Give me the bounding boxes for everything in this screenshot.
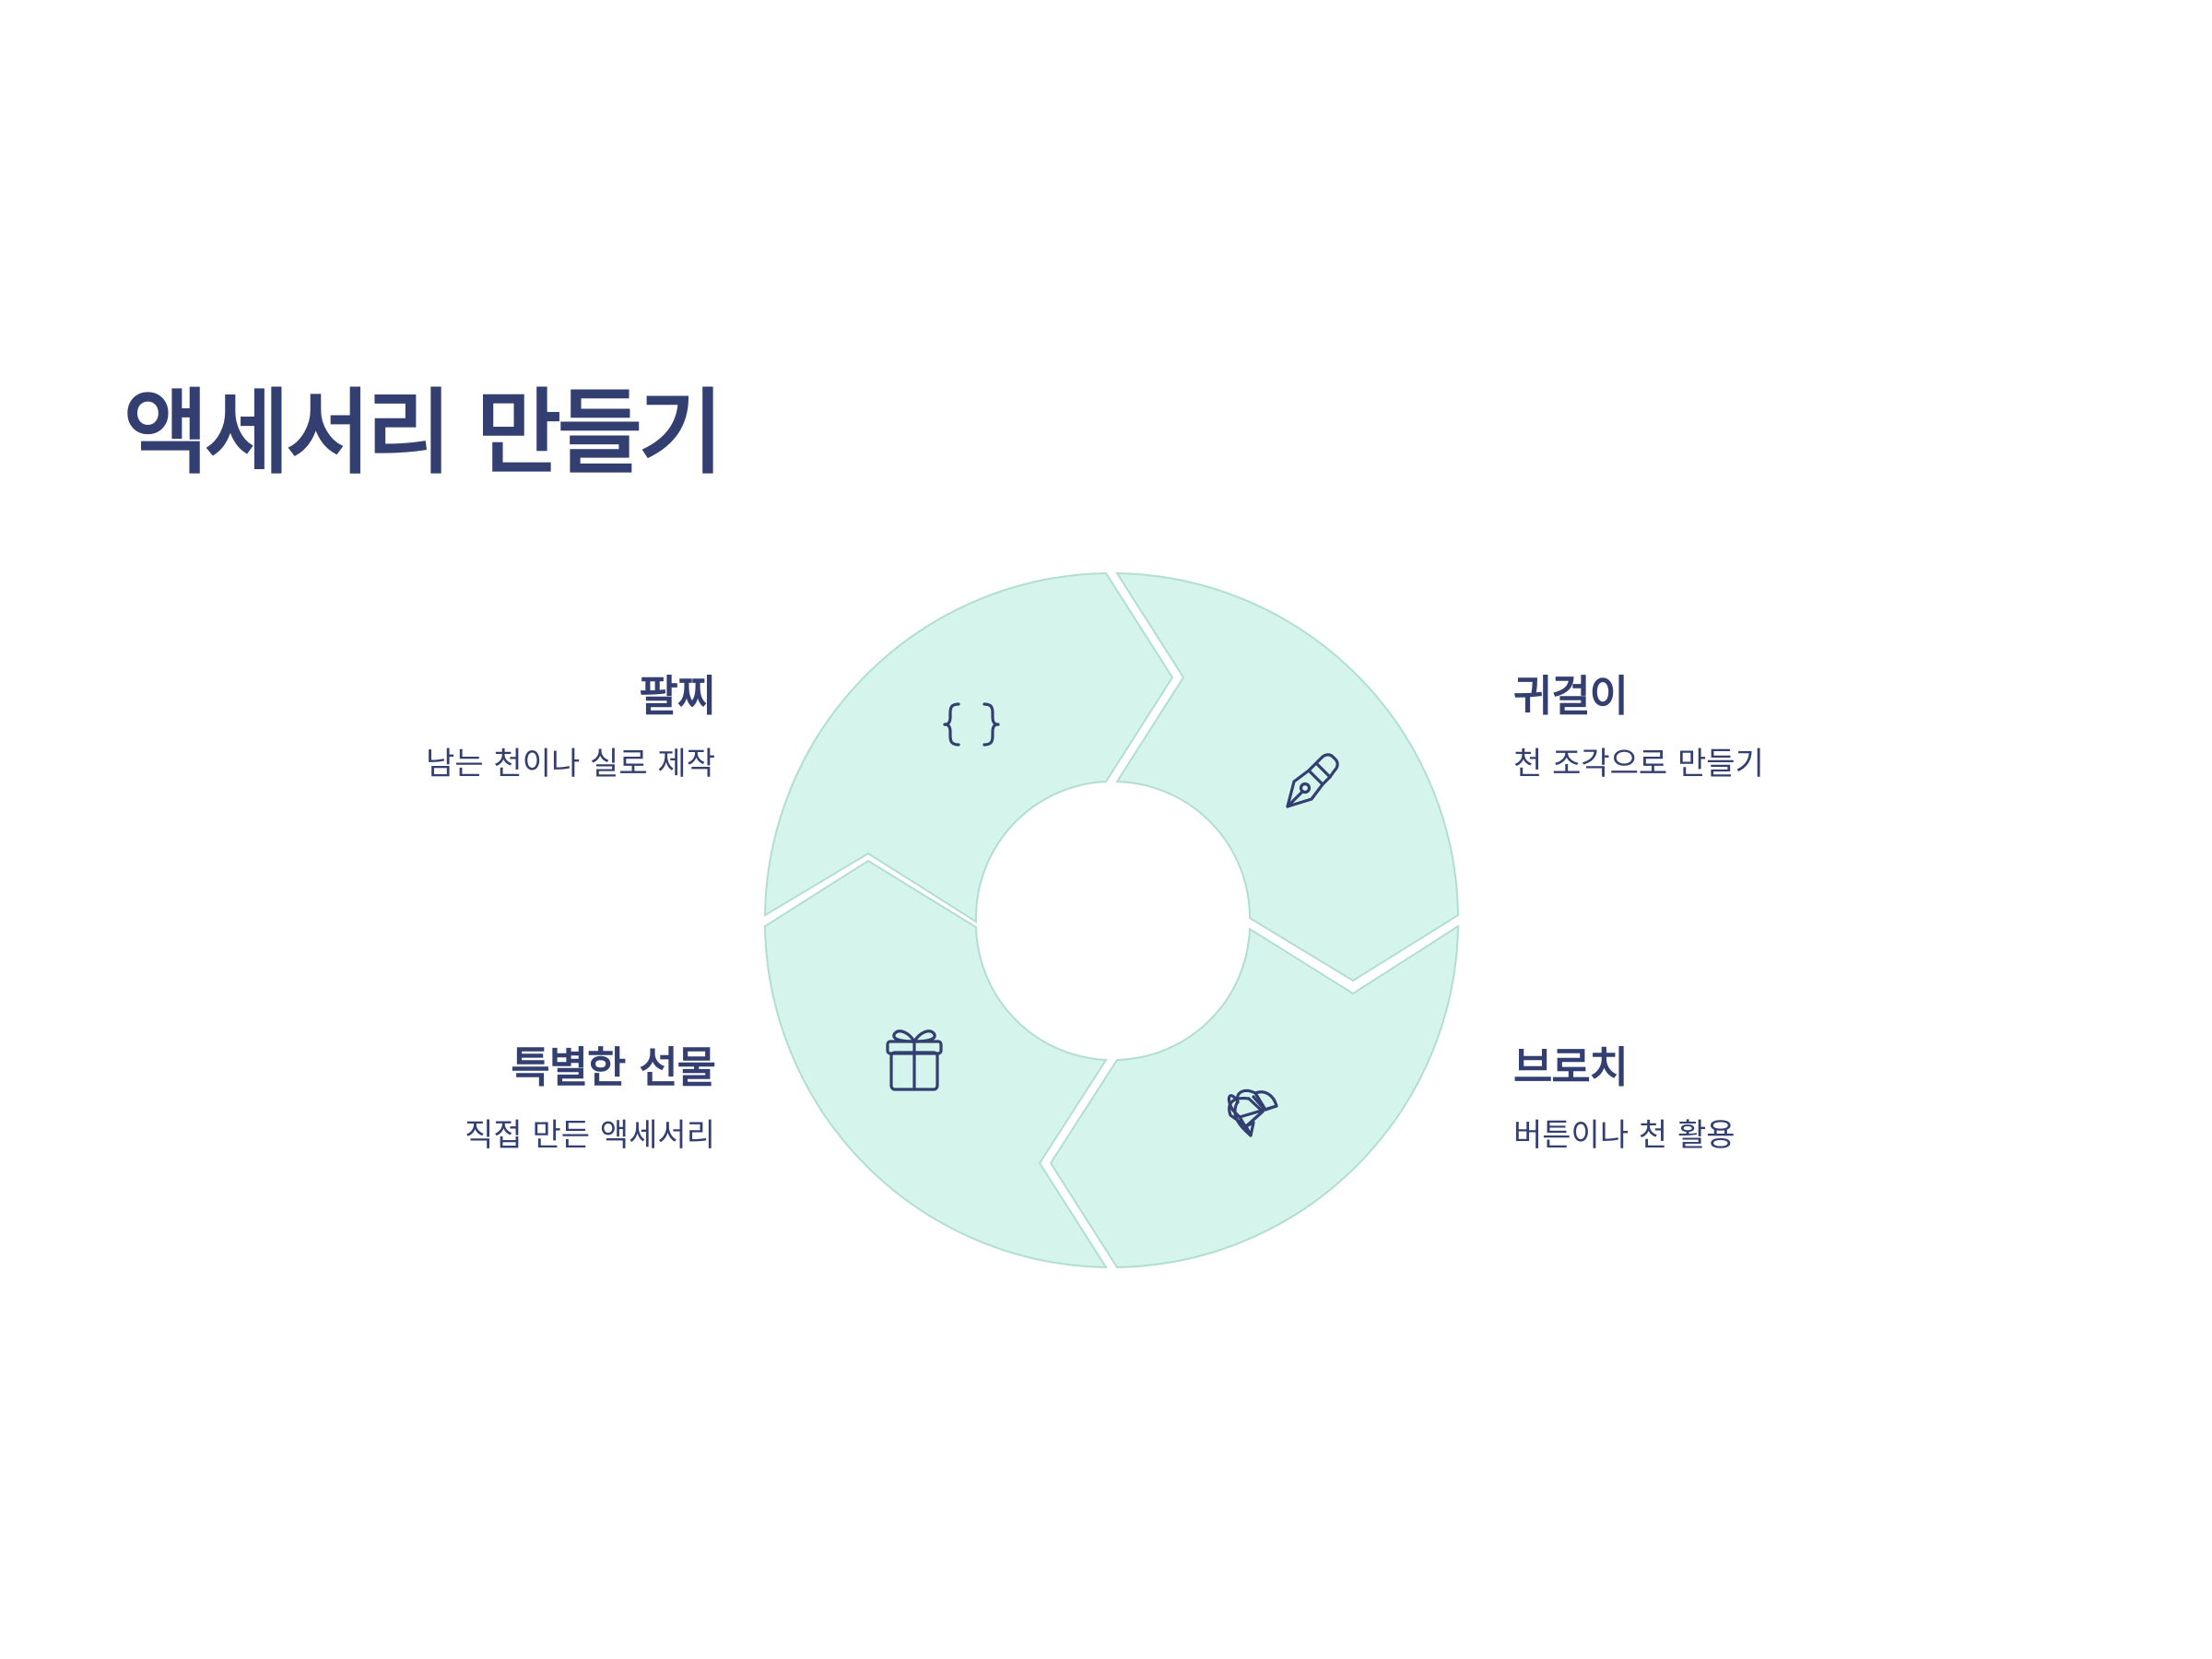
step-title: 귀걸이 xyxy=(1513,671,1629,721)
step-earring: 귀걸이 천 조각으로 만들기 xyxy=(1513,675,2085,780)
step-title: 팔찌 xyxy=(639,671,716,721)
step-description: 버튼이나 천 활용 xyxy=(1513,1117,1735,1154)
step-title: 특별한 선물 xyxy=(511,1042,716,1092)
step-description: 직접 만든 액세서리 xyxy=(465,1117,715,1154)
step-bracelet: 팔찌 남는 천이나 실로 제작 xyxy=(144,671,716,782)
gift-icon xyxy=(886,1030,943,1091)
step-description: 천 조각으로 만들기 xyxy=(1513,746,1764,782)
curly-braces-icon xyxy=(943,702,1000,747)
segment-gift xyxy=(763,859,1108,1269)
segment-bracelet xyxy=(763,571,1174,924)
segment-earring xyxy=(1115,571,1460,982)
step-gift: 특별한 선물 직접 만든 액세서리 xyxy=(144,1042,716,1154)
step-description: 남는 천이나 실로 제작 xyxy=(426,746,715,782)
pen-nib-icon xyxy=(1286,753,1339,808)
croissant-icon xyxy=(1227,1088,1278,1137)
page-title: 액세서리 만들기 xyxy=(124,379,724,487)
step-title: 브로치 xyxy=(1513,1042,1629,1092)
step-brooch: 브로치 버튼이나 천 활용 xyxy=(1513,1046,2085,1151)
